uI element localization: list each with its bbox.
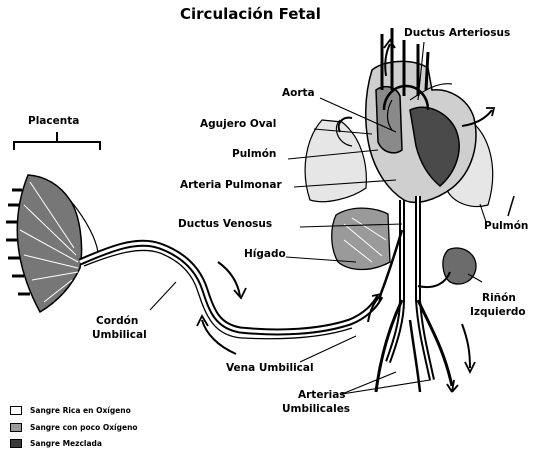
label-left-kidney-line1: Riñón xyxy=(482,293,516,305)
label-umbilical-vein: Vena Umbilical xyxy=(226,363,314,375)
legend-swatch-medium xyxy=(10,423,22,432)
label-lung-left: Pulmón xyxy=(232,149,276,161)
legend-swatch-light xyxy=(10,406,22,415)
placenta-illustration xyxy=(6,132,100,312)
kidney-illustration xyxy=(443,248,476,284)
legend-item-oxygen-rich: Sangre Rica en Oxígeno xyxy=(10,404,131,416)
label-umbilical-cord-line2: Umbilical xyxy=(92,330,147,342)
label-umbilical-cord-line1: Cordón xyxy=(96,316,138,328)
label-placenta: Placenta xyxy=(28,116,79,128)
label-left-kidney-line2: Izquierdo xyxy=(470,307,526,319)
label-pulmonary-artery: Arteria Pulmonar xyxy=(180,180,282,192)
label-umbilical-arteries-line1: Arterias xyxy=(298,390,346,402)
legend-item-low-oxygen: Sangre con poco Oxígeno xyxy=(10,421,138,433)
label-foramen-ovale: Agujero Oval xyxy=(200,119,276,131)
label-ductus-venosus: Ductus Venosus xyxy=(178,219,272,231)
liver-illustration xyxy=(332,208,390,269)
diagram-title: Circulación Fetal xyxy=(180,5,321,23)
legend-swatch-dark xyxy=(10,439,22,448)
legend-item-mixed: Sangre Mezclada xyxy=(10,437,102,449)
label-liver: Hígado xyxy=(244,249,286,261)
label-ductus-arteriosus: Ductus Arteriosus xyxy=(404,28,510,40)
label-umbilical-arteries-line2: Umbilicales xyxy=(282,404,350,416)
label-lung-right: Pulmón xyxy=(484,221,528,233)
label-aorta: Aorta xyxy=(282,88,315,100)
legend-label: Sangre Rica en Oxígeno xyxy=(30,406,131,415)
legend-label: Sangre con poco Oxígeno xyxy=(30,423,138,432)
legend-label: Sangre Mezclada xyxy=(30,439,102,448)
